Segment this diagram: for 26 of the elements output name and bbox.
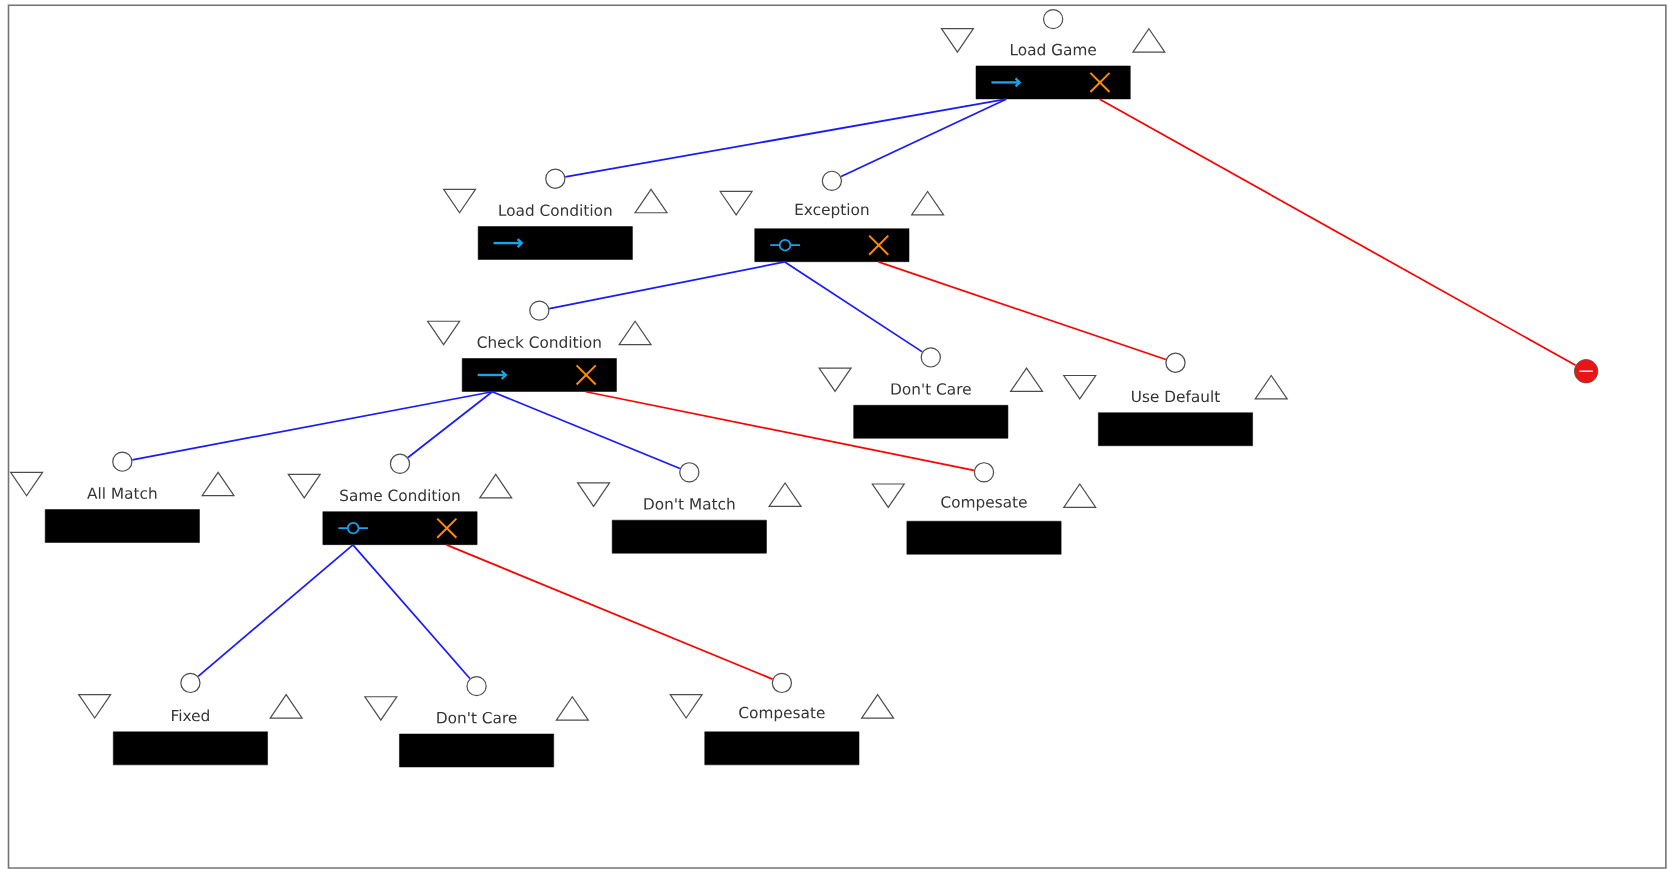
connector-line [783,261,924,353]
connector-line [491,390,681,470]
connector-line [407,390,494,459]
behavior-node: All Match [44,487,200,543]
connector-line [840,98,1007,178]
behavior-node: Compesate [704,706,860,766]
behavior-node: Load Game [975,43,1131,100]
connector-line [352,544,471,680]
connector-line [548,261,786,310]
behavior-node: Fixed [113,709,268,766]
behavior-node: Use Default [1098,390,1253,446]
connector-line [197,544,354,678]
behavior-node: Check Condition [461,336,617,392]
behavior-node: Same Condition [322,489,478,545]
connector-line [1098,98,1577,367]
stop-circle [1574,359,1599,384]
connector-line [445,544,774,680]
behavior-node: Compesate [906,496,1062,555]
behavior-node: Don't Care [399,711,554,768]
behavior-node: Load Condition [477,204,633,260]
connector-line [877,261,1167,361]
connector-line [131,390,494,461]
behavior-node: Don't Care [853,383,1009,439]
behavior-node: Exception [754,203,910,262]
connector-line [585,390,975,472]
behavior-node: Don't Match [611,497,767,554]
